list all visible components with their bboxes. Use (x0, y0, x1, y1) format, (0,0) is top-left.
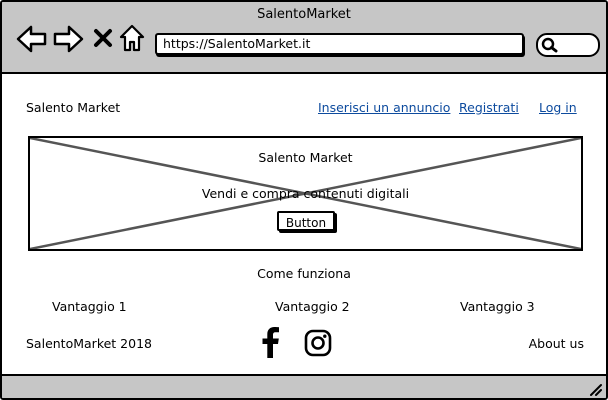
instagram-icon[interactable] (304, 329, 332, 357)
nav-link-post-ad[interactable]: Inserisci un annuncio (318, 100, 451, 115)
facebook-icon[interactable] (260, 326, 280, 358)
back-arrow-icon[interactable] (16, 24, 48, 54)
advantage-3: Vantaggio 3 (460, 299, 535, 314)
url-text: https://SalentoMarket.it (163, 36, 311, 51)
url-bar[interactable]: https://SalentoMarket.it (155, 33, 524, 55)
hero-title: Salento Market (258, 150, 353, 165)
site-brand[interactable]: Salento Market (26, 100, 121, 115)
close-icon[interactable] (93, 28, 113, 48)
hero-subtitle: Vendi e compra contenuti digitali (201, 186, 410, 201)
about-us-link[interactable]: About us (528, 336, 584, 351)
nav-link-register[interactable]: Registrati (459, 100, 519, 115)
window-title: SalentoMarket (257, 7, 351, 22)
advantage-2: Vantaggio 2 (275, 299, 350, 314)
browser-search-box[interactable] (536, 33, 600, 57)
footer-copyright: SalentoMarket 2018 (26, 336, 152, 351)
forward-arrow-icon[interactable] (52, 24, 84, 54)
browser-toolbar: SalentoMarket https://SalentoMarket.it (2, 2, 606, 74)
search-icon (541, 37, 558, 53)
hero-button[interactable]: Button (277, 211, 335, 231)
nav-link-login[interactable]: Log in (539, 100, 577, 115)
how-it-works-title: Come funziona (257, 266, 351, 281)
resize-grip-icon[interactable] (588, 382, 602, 396)
page-content: Salento Market Inserisci un annuncio Reg… (2, 74, 606, 374)
image-placeholder (30, 138, 581, 249)
hero-banner: Salento Market Vendi e compra contenuti … (28, 136, 583, 251)
advantage-1: Vantaggio 1 (52, 299, 127, 314)
home-icon[interactable] (119, 24, 145, 52)
browser-status-bar (2, 374, 606, 398)
